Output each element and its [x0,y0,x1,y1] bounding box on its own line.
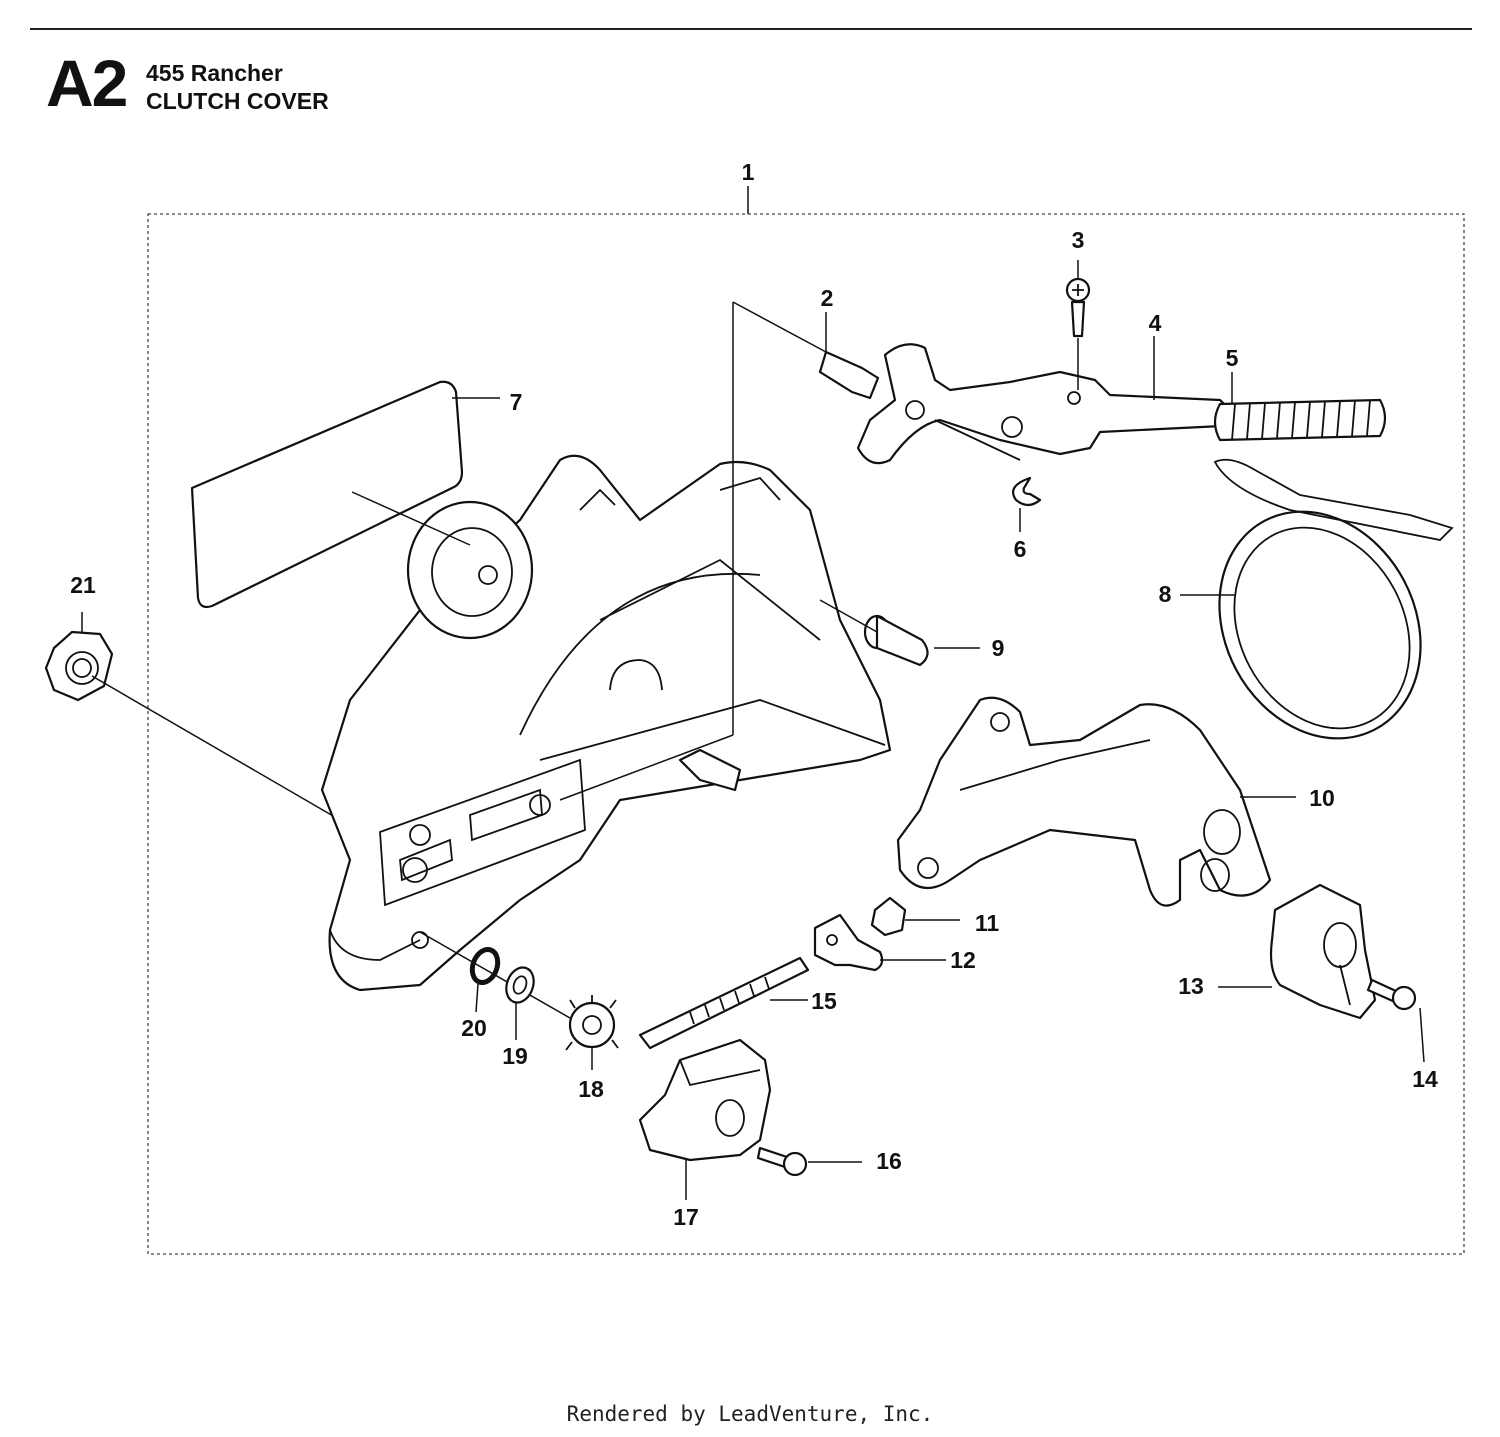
callout-14: 14 [1412,1066,1438,1092]
diagram-title: CLUTCH COVER [146,88,329,114]
part-8-brake-band[interactable] [1180,458,1459,774]
callout-4: 4 [1149,310,1162,336]
callout-3: 3 [1072,227,1085,253]
callout-7: 7 [510,389,523,415]
part-6-e-clip[interactable] [1012,476,1042,532]
callout-13: 13 [1178,973,1204,999]
model-name: 455 Rancher [146,60,283,86]
callout-1: 1 [742,159,755,185]
callout-18: 18 [578,1076,604,1102]
callout-17: 17 [673,1204,699,1230]
header-rule [30,28,1472,30]
part-14-screw[interactable] [1366,978,1425,1063]
section-code: A2 [46,46,128,120]
callout-8: 8 [1159,581,1172,607]
part-9-bushing[interactable] [819,599,980,667]
callout-5: 5 [1226,345,1239,371]
part-13-handle-block[interactable] [1218,883,1377,1020]
part-2-pin[interactable] [559,301,880,801]
part-16-screw[interactable] [756,1146,862,1177]
callout-11: 11 [975,910,1000,936]
callout-9: 9 [992,635,1005,661]
callout-21: 21 [70,572,96,598]
part-15-adjuster-screw[interactable] [638,956,810,1050]
part-17-cover-plate[interactable] [638,1038,772,1200]
part-20-o-ring[interactable] [468,946,502,1013]
callout-10: 10 [1309,785,1335,811]
assembly-frame [147,213,1465,1255]
callout-15: 15 [811,988,837,1014]
callout-12: 12 [950,947,976,973]
part-4-brake-lever[interactable] [856,336,1228,465]
footer-credit: Rendered by LeadVenture, Inc. [566,1402,934,1426]
callout-6: 6 [1014,536,1027,562]
callout-19: 19 [502,1043,528,1069]
part-11-nut[interactable] [870,896,960,937]
part-10-brake-guard[interactable] [896,696,1296,907]
callout-16: 16 [876,1148,902,1174]
part-19-washer[interactable] [502,964,539,1040]
part-7-label-sheet[interactable] [190,380,500,609]
callout-20: 20 [461,1015,487,1041]
part-5-spring[interactable] [1213,372,1387,442]
part-3-screw[interactable] [1065,260,1091,390]
callout-2: 2 [821,285,834,311]
part-12-adjuster-block[interactable] [813,913,946,972]
part-21-nut[interactable] [44,612,341,821]
clutch-cover-body[interactable] [320,454,892,992]
